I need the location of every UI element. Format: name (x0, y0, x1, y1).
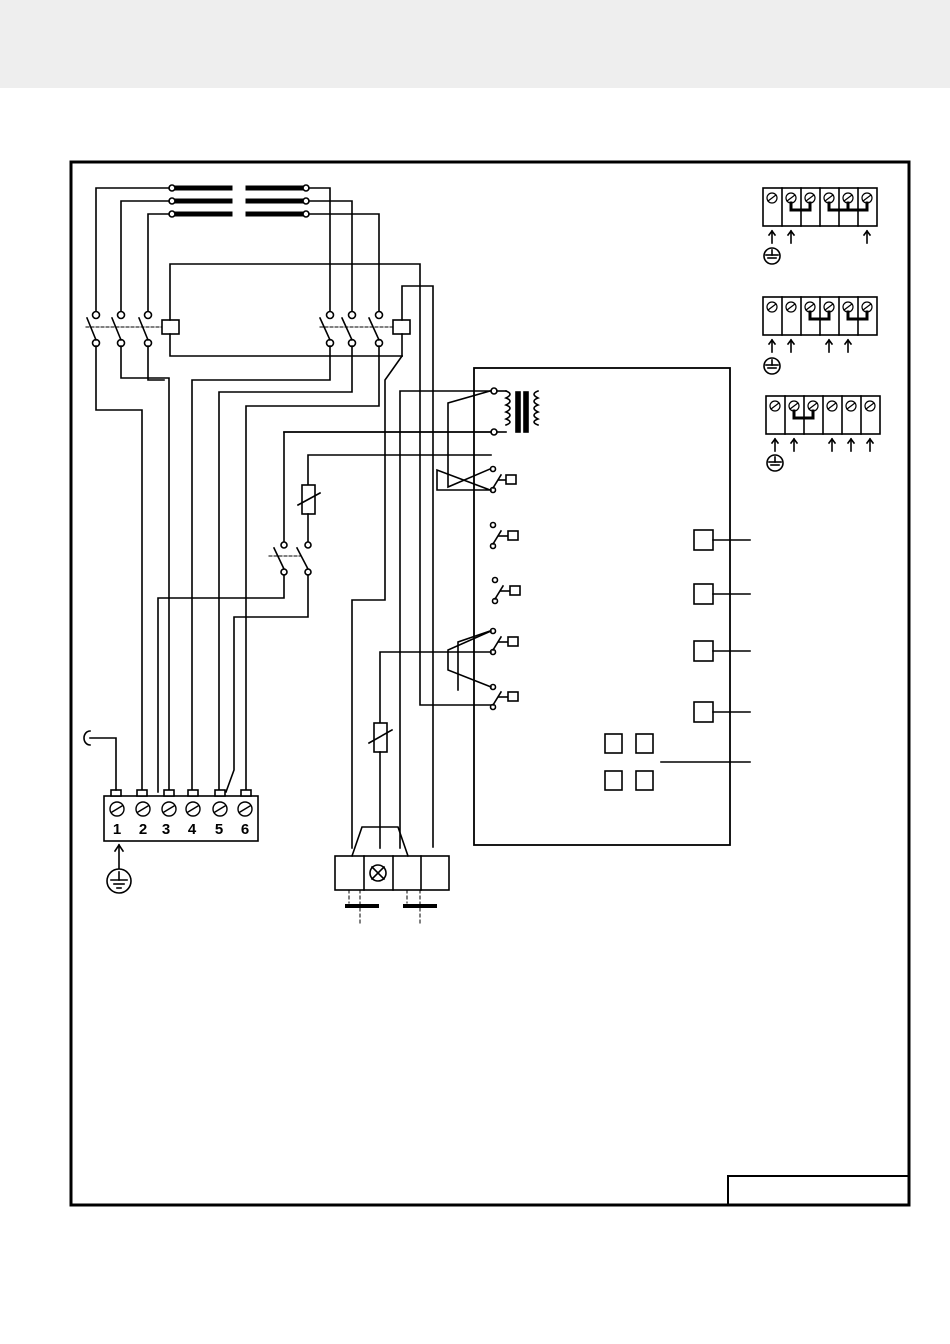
contactor-left (86, 312, 179, 347)
terminal-number-2: 2 (139, 821, 147, 838)
terminal-config-c (766, 396, 880, 471)
contactor-right (320, 312, 410, 347)
main-terminal-block (104, 790, 258, 841)
transformer-icon (491, 388, 538, 435)
fuse-icon (298, 485, 320, 514)
terminal-number-1: 1 (113, 821, 121, 838)
board-connectors (605, 530, 750, 790)
diagram-border (71, 162, 909, 1205)
terminal-number-6: 6 (241, 821, 249, 838)
terminal-number-4: 4 (188, 821, 197, 838)
heating-elements (169, 185, 309, 217)
switch-icon (269, 542, 311, 575)
terminal-number-5: 5 (215, 821, 223, 838)
terminal-number-3: 3 (162, 821, 170, 838)
fuse-icon-2 (369, 723, 392, 752)
ground-icon (107, 869, 131, 893)
title-box (728, 1176, 909, 1205)
terminal-config-a (763, 188, 877, 264)
lamp-icon (370, 865, 386, 881)
terminal-config-b (763, 297, 877, 374)
relay-contacts (491, 467, 521, 710)
control-board (474, 368, 730, 845)
